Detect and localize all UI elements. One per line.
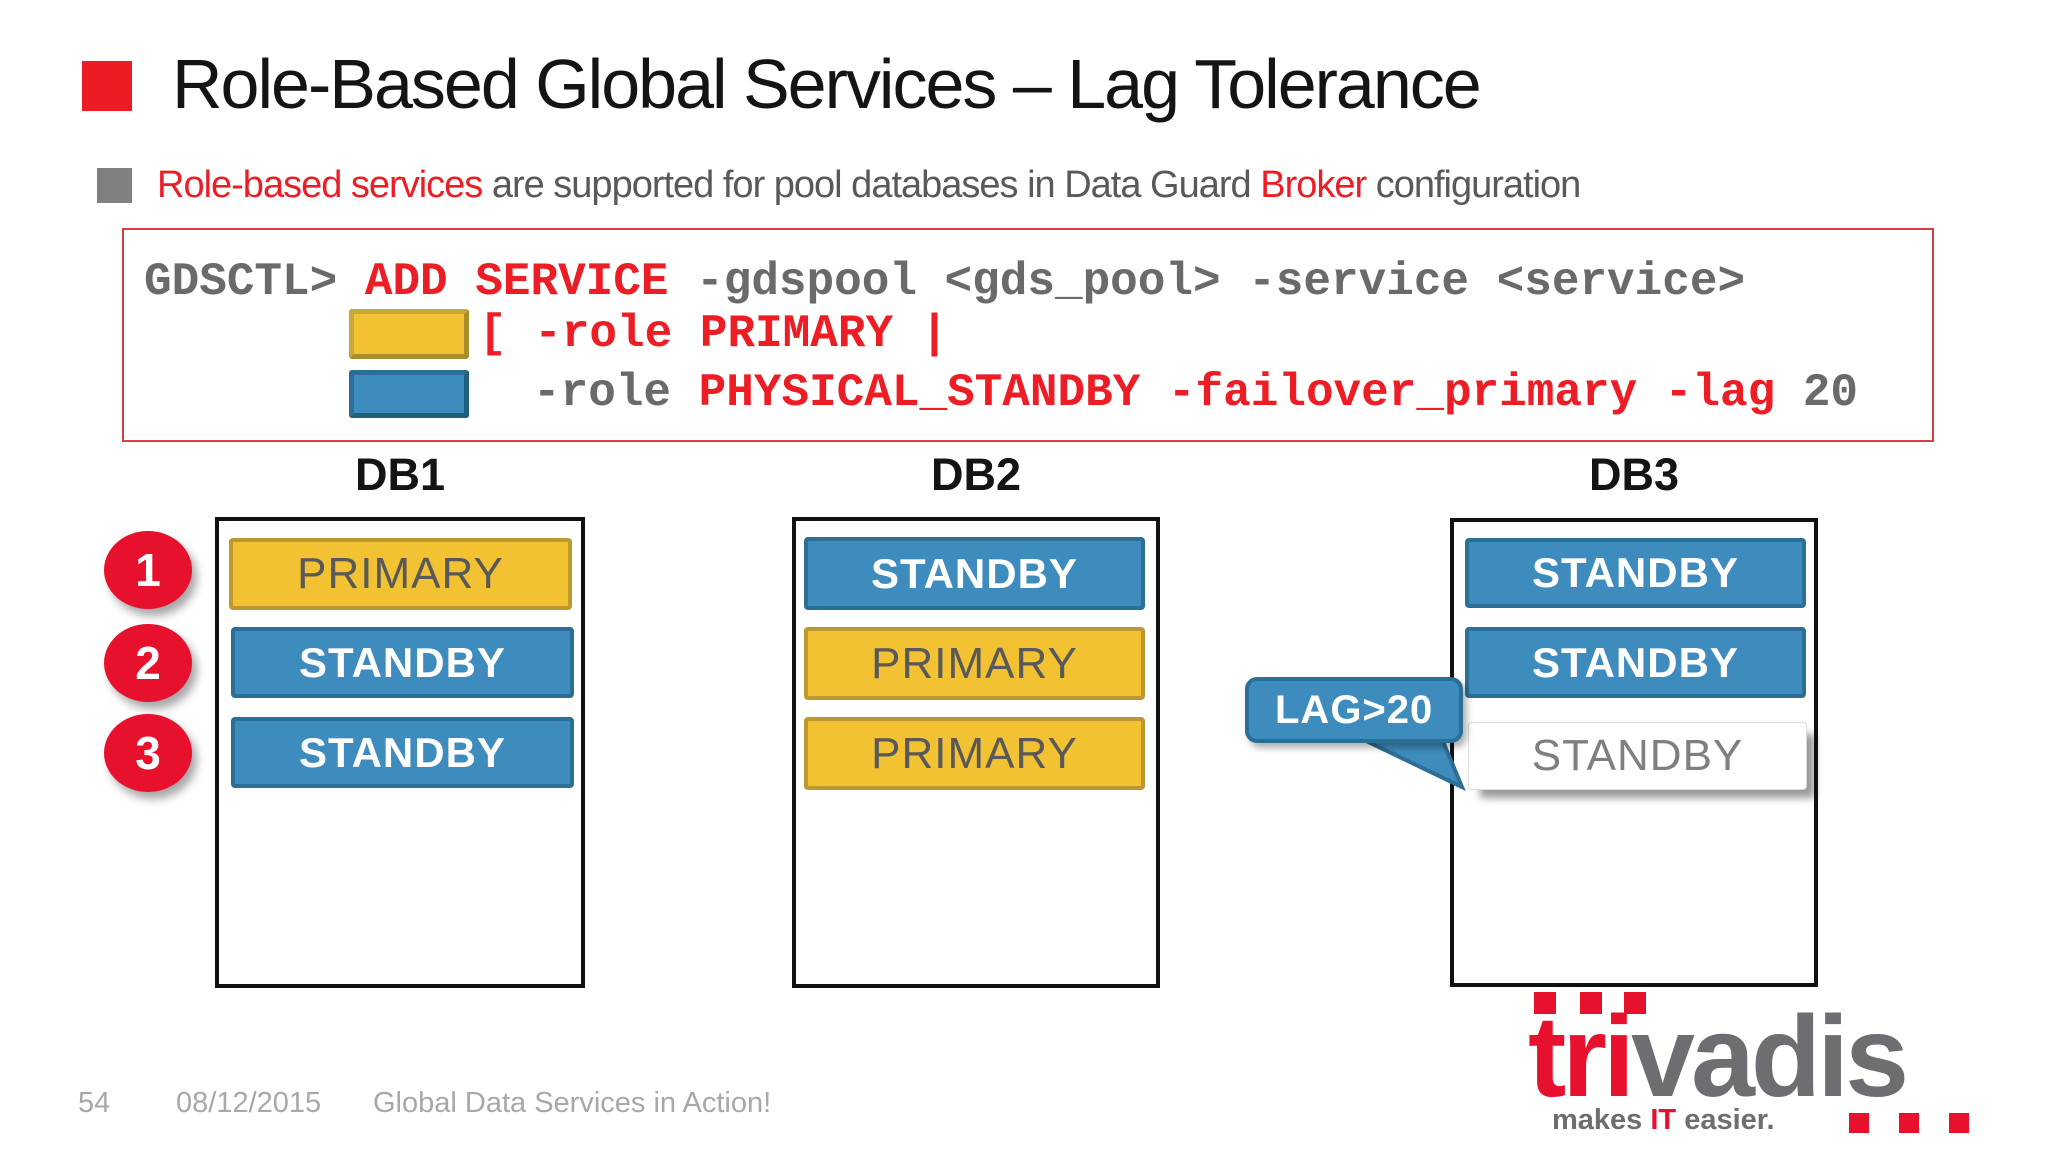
code-prompt: GDSCTL>	[144, 256, 365, 308]
primary-legend-swatch	[349, 309, 469, 359]
bullet-broker: Broker	[1260, 164, 1367, 206]
step-marker-3: 3	[104, 714, 192, 792]
db2-role-2: PRIMARY	[804, 627, 1145, 700]
footer-date: 08/12/2015	[176, 1087, 322, 1119]
step-number: 2	[135, 637, 161, 689]
logo-square-icon	[1534, 992, 1556, 1014]
bullet-lead: Role-based services	[157, 164, 483, 206]
logo-wordmark: trivadis	[1528, 1000, 1909, 1115]
callout-tail	[1361, 737, 1466, 792]
code-lag-value: 20	[1775, 367, 1859, 419]
logo-word-gray: vadis	[1631, 993, 1909, 1121]
lag-callout-bubble: LAG>20	[1245, 677, 1463, 743]
code-role-primary: [ -role PRIMARY |	[479, 308, 949, 360]
gdsctl-code-box: GDSCTL> ADD SERVICE -gdspool <gds_pool> …	[122, 228, 1934, 442]
logo-word-red: tri	[1528, 993, 1635, 1121]
page-title: Role-Based Global Services – Lag Toleran…	[172, 45, 1482, 123]
logo-square-icon	[1849, 1113, 1869, 1133]
logo-square-icon	[1949, 1113, 1969, 1133]
db3-role-3-lagged: STANDBY	[1468, 722, 1807, 790]
db1-role-1: PRIMARY	[229, 538, 572, 610]
title-bullet-square	[82, 61, 132, 111]
tagline-it: IT	[1650, 1104, 1677, 1136]
logo-square-icon	[1899, 1113, 1919, 1133]
code-line-1: GDSCTL> ADD SERVICE -gdspool <gds_pool> …	[144, 257, 1745, 307]
code-line-3: -role PHYSICAL_STANDBY -failover_primary…	[533, 368, 1858, 418]
logo-square-icon	[1624, 992, 1646, 1014]
db3-role-1: STANDBY	[1465, 538, 1806, 608]
bullet-square-icon	[97, 168, 132, 203]
db2-role-1: STANDBY	[804, 537, 1145, 610]
code-role-opt: -role	[533, 367, 699, 419]
db1-role-3: STANDBY	[231, 717, 574, 788]
bullet-mid: are supported for pool databases in Data…	[482, 164, 1261, 206]
db1-label: DB1	[354, 449, 446, 500]
bullet-text: Role-based services are supported for po…	[157, 164, 1582, 207]
standby-legend-swatch	[349, 370, 469, 418]
step-marker-1: 1	[104, 531, 192, 609]
db1-role-2: STANDBY	[231, 627, 574, 698]
db1-box: PRIMARY STANDBY STANDBY	[215, 517, 585, 988]
tagline-post: easier.	[1676, 1104, 1775, 1136]
bullet-tail: configuration	[1366, 164, 1582, 206]
db2-label: DB2	[930, 449, 1022, 500]
logo-square-icon	[1580, 992, 1602, 1014]
db3-label: DB3	[1588, 449, 1680, 500]
db2-role-3: PRIMARY	[804, 717, 1145, 790]
page-number: 54	[78, 1087, 111, 1119]
step-number: 1	[135, 544, 161, 596]
step-number: 3	[135, 727, 161, 779]
code-line-2: [ -role PRIMARY |	[479, 309, 948, 359]
tagline-pre: makes	[1552, 1104, 1651, 1136]
lag-callout-label: LAG>20	[1275, 687, 1434, 732]
db3-role-2: STANDBY	[1465, 627, 1806, 698]
code-command: ADD SERVICE	[364, 256, 669, 308]
db3-box: STANDBY STANDBY STANDBY	[1450, 518, 1818, 987]
code-role-standby: PHYSICAL_STANDBY -failover_primary -lag	[698, 367, 1776, 419]
step-marker-2: 2	[104, 624, 192, 702]
footer-presentation-title: Global Data Services in Action!	[373, 1087, 772, 1119]
code-args: -gdspool <gds_pool> -service <service>	[668, 256, 1746, 308]
db2-box: STANDBY PRIMARY PRIMARY	[792, 517, 1160, 988]
logo-tagline: makes IT easier.	[1552, 1104, 1775, 1137]
